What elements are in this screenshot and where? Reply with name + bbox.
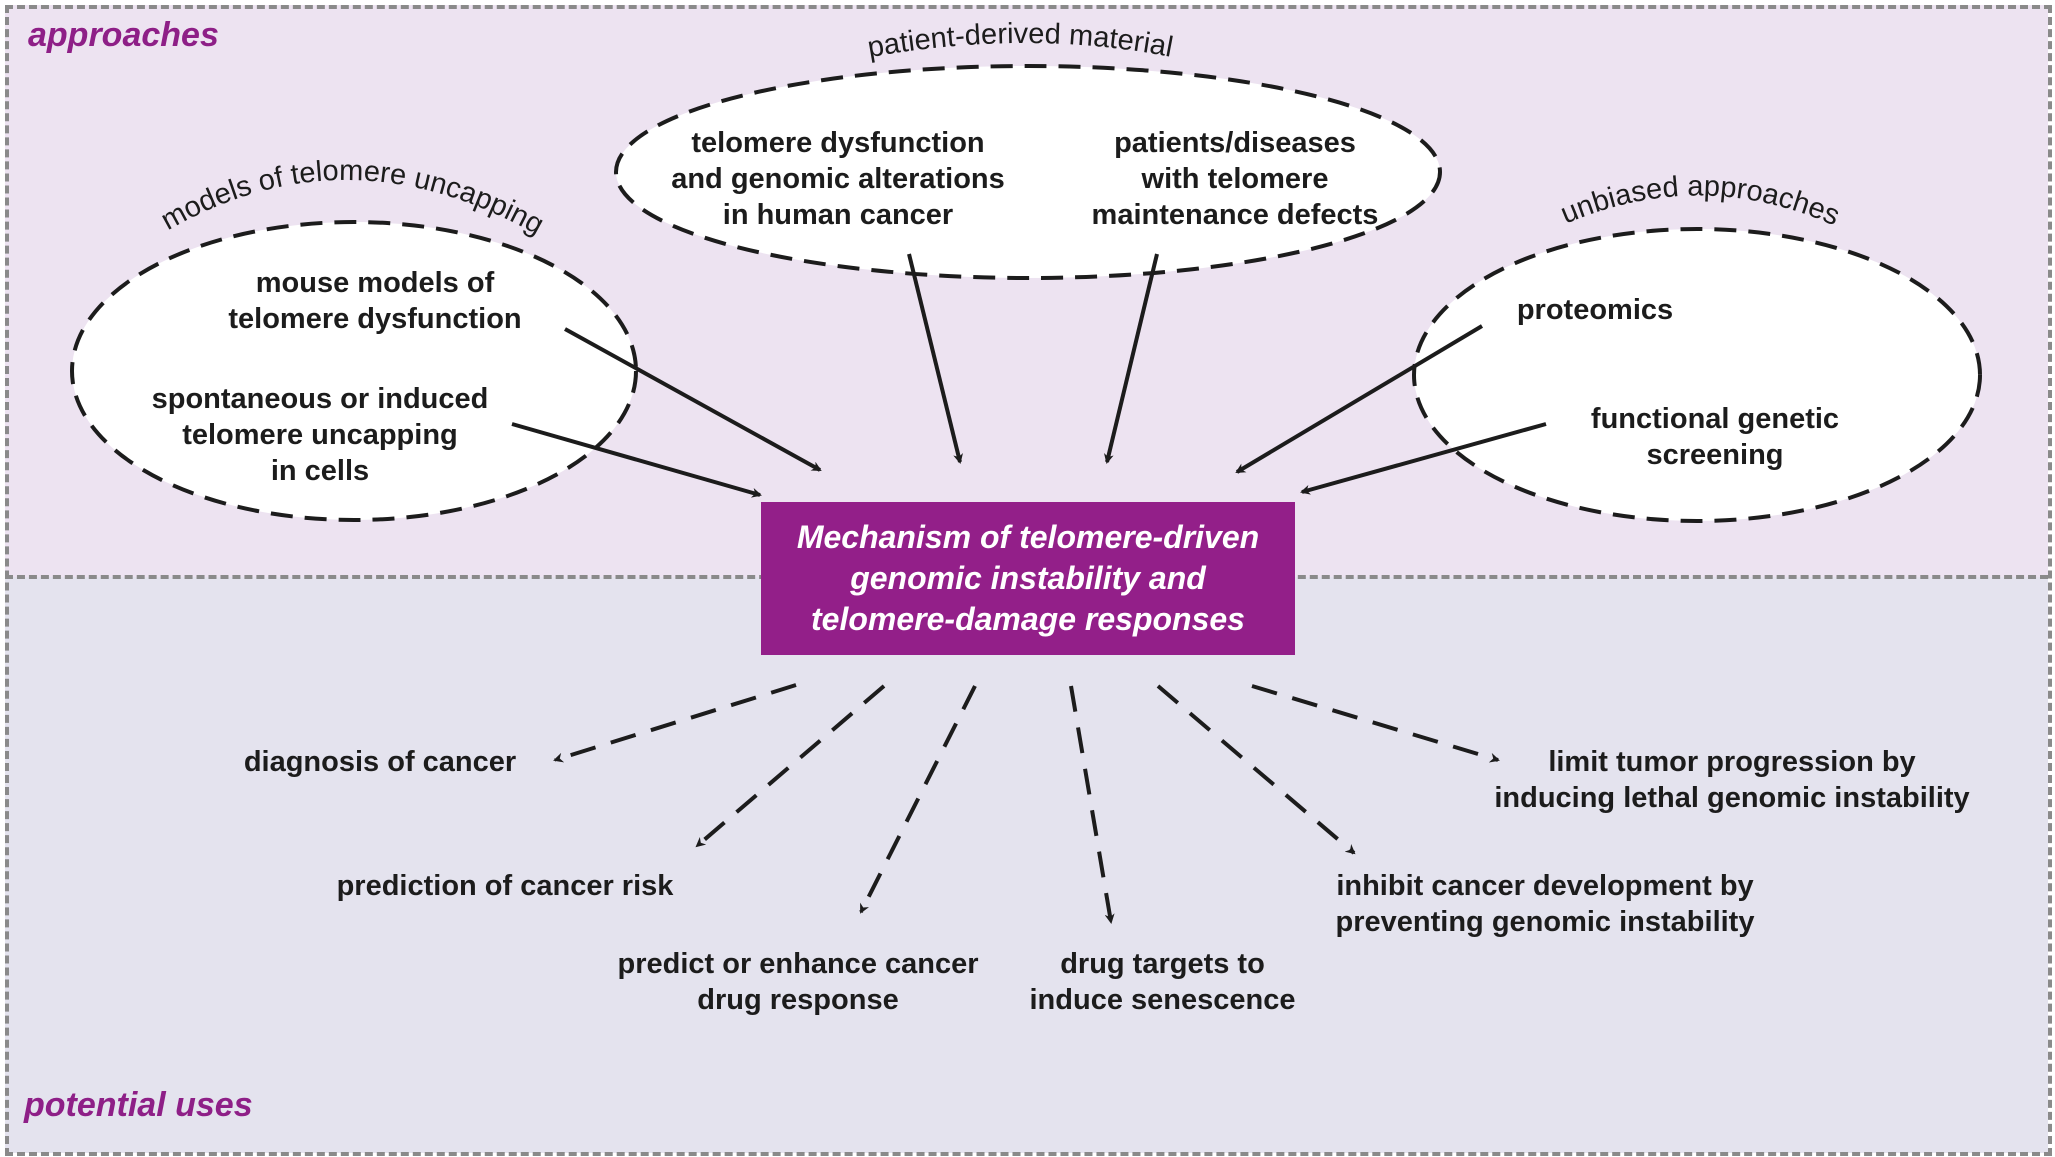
proteomics-text: proteomics xyxy=(1516,294,1674,326)
arrow-to-prediction-risk xyxy=(695,684,886,848)
arrow-proteomics xyxy=(1235,324,1484,474)
potential-uses-section-label: potential uses xyxy=(24,1086,253,1124)
unbiased-approaches-ellipse xyxy=(1412,227,1982,523)
patient-material-ellipse xyxy=(614,64,1442,280)
patient-group-label: patient-derived material xyxy=(865,18,1175,64)
arrow-mouse-models xyxy=(564,327,822,472)
patients-diseases-text: patients/diseases with telomere maintena… xyxy=(1091,127,1379,231)
arrow-to-senescence xyxy=(1069,685,1115,924)
arrow-to-drug-response xyxy=(859,685,977,914)
arrow-patients-diseases xyxy=(1104,253,1159,464)
uncapping-cells-text: spontaneous or induced telomere uncappin… xyxy=(151,383,489,487)
potential-uses-region xyxy=(5,577,2048,1153)
arrow-functional-screening xyxy=(1300,422,1547,495)
inhibit-development-text: inhibit cancer development by preventing… xyxy=(1335,870,1755,938)
senescence-text: drug targets to induce senescence xyxy=(1029,948,1296,1016)
prediction-risk-text: prediction of cancer risk xyxy=(336,870,674,902)
unbiased-group-label: unbiased approaches xyxy=(1556,170,1844,232)
central-mechanism-box: Mechanism of telomere-driven genomic ins… xyxy=(761,502,1295,655)
mouse-models-text: mouse models of telomere dysfunction xyxy=(228,267,522,335)
outer-dashed-frame xyxy=(5,5,2052,1156)
approaches-section-label: approaches xyxy=(28,16,219,54)
diagnosis-text: diagnosis of cancer xyxy=(243,746,517,778)
arrow-to-limit-progression xyxy=(1251,684,1500,763)
functional-screening-text: functional genetic screening xyxy=(1590,403,1840,471)
models-ellipse xyxy=(70,220,638,522)
arrow-uncapping-cells xyxy=(511,422,762,498)
limit-progression-text: limit tumor progression by inducing leth… xyxy=(1494,746,1970,814)
drug-response-text: predict or enhance cancer drug response xyxy=(617,948,979,1016)
arrow-human-cancer xyxy=(907,253,963,464)
human-cancer-text: telomere dysfunction and genomic alterat… xyxy=(671,127,1005,231)
arrow-to-inhibit-development xyxy=(1156,684,1356,855)
arrow-to-diagnosis xyxy=(553,683,797,763)
